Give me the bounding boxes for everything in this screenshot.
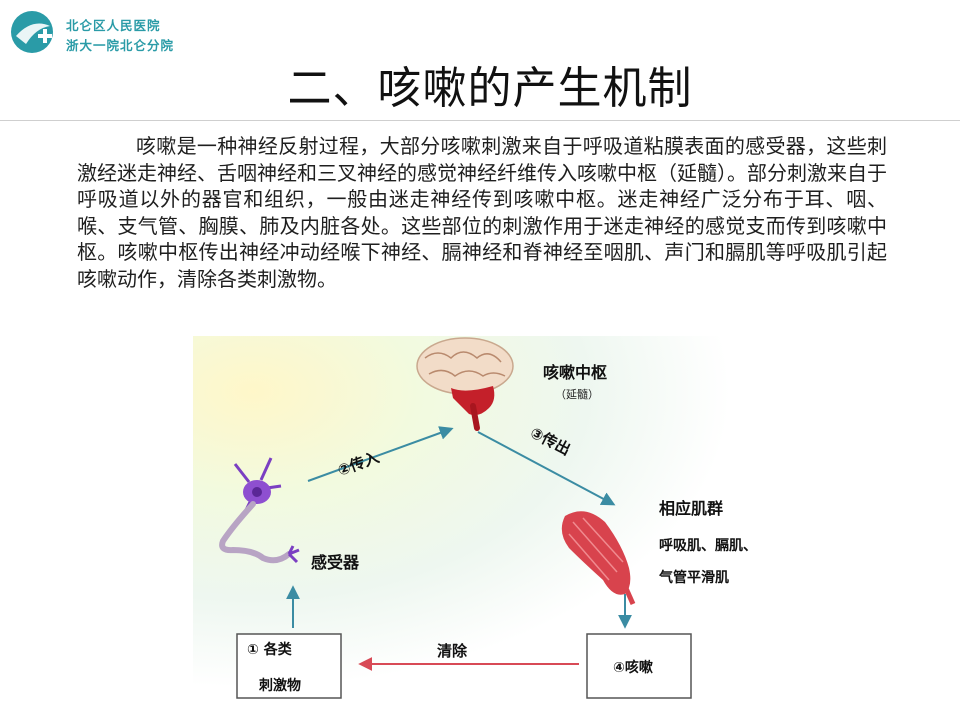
body-paragraph: 咳嗽是一种神经反射过程，大部分咳嗽刺激来自于呼吸道粘膜表面的感受器，这些刺激经迷… — [77, 134, 887, 291]
muscle-line-1: 呼吸肌、膈肌、 — [659, 537, 757, 554]
brain-illustration — [416, 337, 514, 431]
cough-box — [586, 633, 692, 699]
center-sublabel: （延髓） — [555, 388, 599, 401]
cough-label: ④咳嗽 — [613, 659, 653, 676]
muscle-line-2: 气管平滑肌 — [658, 569, 729, 586]
afferent-arrow — [307, 426, 454, 482]
receptor-label: 感受器 — [311, 553, 360, 572]
slide-title: 二、咳嗽的产生机制 — [287, 63, 693, 114]
title-divider — [0, 120, 960, 121]
center-label: 咳嗽中枢 — [543, 363, 607, 382]
hospital-emblem-icon — [11, 11, 53, 53]
stimulus-line-2: 刺激物 — [259, 677, 301, 694]
hospital-name: 北仑区人民医院 — [66, 18, 161, 33]
stimulus-line-1: ① 各类 — [247, 641, 293, 658]
muscle-illustration — [561, 511, 636, 606]
stimulus-box — [236, 633, 342, 699]
muscle-title: 相应肌群 — [659, 499, 723, 518]
hospital-branch: 浙大一院北仑分院 — [66, 38, 175, 53]
clear-label: 清除 — [437, 642, 468, 660]
cough-mechanism-diagram: 咳嗽中枢 （延髓） ②传入 ③传出 感受器 相应肌群 呼吸肌、膈肌、 气管平滑肌… — [193, 336, 790, 706]
efferent-arrow — [477, 431, 616, 506]
neuron-illustration — [219, 457, 300, 564]
hospital-logo: 北仑区人民医院 浙大一院北仑分院 — [8, 6, 178, 58]
